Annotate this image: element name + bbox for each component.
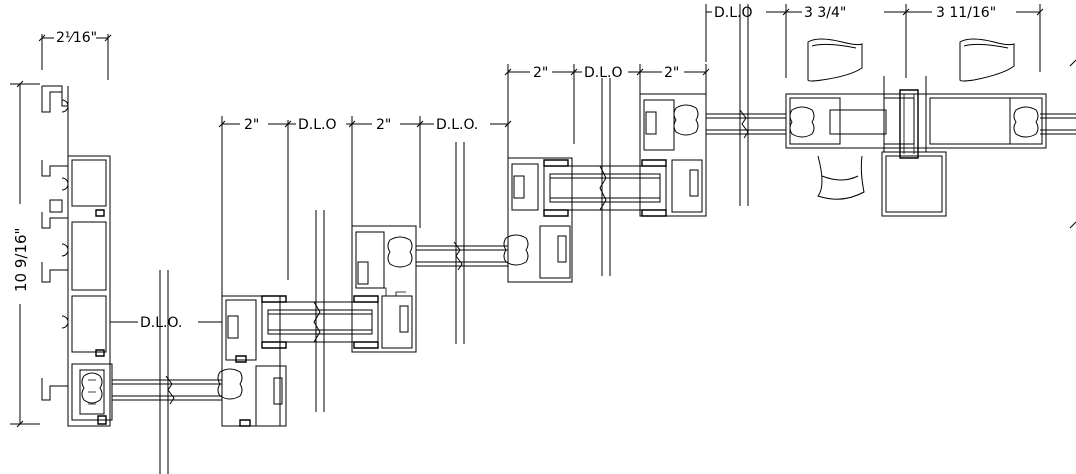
- dimension-label-2in-a: 2": [244, 117, 259, 133]
- mullion-3: [351, 225, 417, 353]
- dimension-label-dlo-4: D.L.O: [584, 65, 623, 81]
- vent-assembly: [785, 38, 1047, 217]
- dimension-dlo-1: D.L.O.: [110, 315, 222, 331]
- glass-unit-6: [1040, 113, 1076, 135]
- dimension-label-left-width: 2⅟16": [56, 30, 97, 46]
- dimension-label-dlo-1: D.L.O.: [140, 315, 182, 331]
- glass-unit-5: [706, 4, 786, 206]
- glass-unit-4: [543, 78, 667, 276]
- left-jamb-profile: [41, 85, 111, 427]
- dimension-label-vent-width-2: 3 11/16": [936, 5, 996, 21]
- glass-unit-2: [261, 210, 379, 412]
- dimension-row-upper: 2" D.L.O 2": [504, 64, 710, 158]
- mullion-4: [503, 157, 573, 283]
- dimension-label-2in-d: 2": [664, 65, 679, 81]
- dimension-label-dlo-2: D.L.O: [298, 117, 337, 133]
- glass-unit-3: [416, 142, 508, 344]
- dimension-left-width: 2⅟16": [38, 30, 112, 80]
- dimension-label-dlo-3: D.L.O.: [436, 117, 478, 133]
- dimension-label-dlo-5: D.L.O: [714, 5, 753, 21]
- dimension-label-left-height: 10 9/16": [12, 228, 30, 292]
- dimension-row-middle: 2" D.L.O 2" D.L.O.: [218, 116, 512, 298]
- mullion-1: [71, 363, 113, 421]
- dimension-row-top: D.L.O 3 3/4" 3 11/16": [705, 4, 1076, 229]
- glass-unit-1: [112, 270, 222, 474]
- dimension-label-2in-b: 2": [376, 117, 391, 133]
- dimension-label-vent-width: 3 3/4": [804, 5, 846, 21]
- dimension-left-height: 10 9/16": [10, 80, 40, 428]
- mullion-5: [639, 93, 707, 217]
- mullion-2: [217, 295, 287, 427]
- dimension-label-2in-c: 2": [533, 65, 548, 81]
